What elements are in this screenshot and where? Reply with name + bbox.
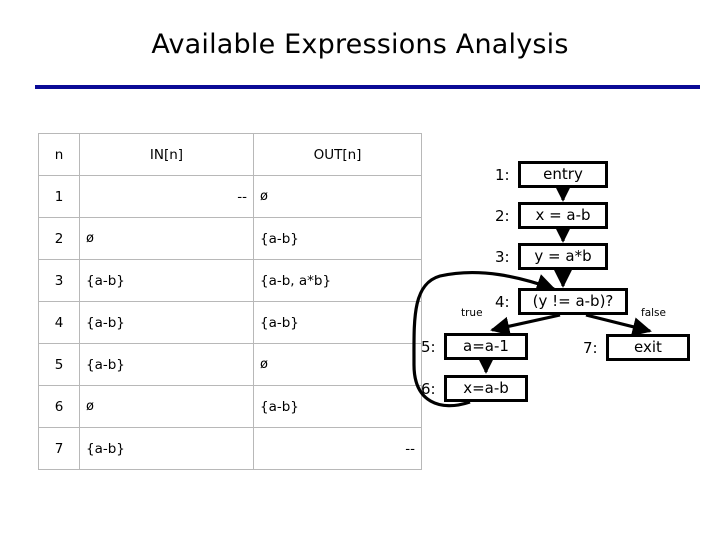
cell-out: ø [253,175,422,218]
cfg-edges [412,182,652,408]
column-header-n: n [38,133,80,176]
cfg-node-assign-y[interactable]: y = a*b [518,243,608,270]
table-row: 7 {a-b} -- [38,427,422,470]
cell-node-id: 5 [38,343,80,386]
cell-in: {a-b} [79,301,254,344]
cfg-node-number-7: 7: [583,339,598,357]
cfg-node-number-1: 1: [495,166,510,184]
column-header-in: IN[n] [79,133,254,176]
cell-out: ø [253,343,422,386]
cfg-node-number-5: 5: [421,338,436,356]
cell-node-id: 1 [38,175,80,218]
table-row: 6 ø {a-b} [38,385,422,428]
cell-out: -- [253,427,422,470]
table-row: 4 {a-b} {a-b} [38,301,422,344]
cell-in: {a-b} [79,259,254,302]
cfg-node-number-6: 6: [421,380,436,398]
cfg-node-reassign-x[interactable]: x=a-b [444,375,528,402]
edge-4-to-7-false [585,313,652,337]
cell-node-id: 4 [38,301,80,344]
edge-label-false: false [640,307,667,319]
cfg-node-number-2: 2: [495,207,510,225]
table-header-row: n IN[n] OUT[n] [38,133,422,176]
cfg-node-decrement[interactable]: a=a-1 [444,333,528,360]
cfg-node-exit[interactable]: exit [606,334,690,361]
cfg-node-assign-x[interactable]: x = a-b [518,202,608,229]
cell-in: -- [79,175,254,218]
table-row: 3 {a-b} {a-b, a*b} [38,259,422,302]
edge-4-to-5-true [490,313,561,336]
edge-label-true: true [460,307,484,319]
control-flow-graph: 1: entry 2: x = a-b 3: y = a*b 4: (y != … [410,150,720,420]
cell-in: {a-b} [79,427,254,470]
cfg-node-entry[interactable]: entry [518,161,608,188]
cfg-node-number-3: 3: [495,248,510,266]
table-row: 5 {a-b} ø [38,343,422,386]
dataflow-table: n IN[n] OUT[n] 1 -- ø 2 ø {a-b} 3 {a-b} … [38,133,422,470]
cell-node-id: 3 [38,259,80,302]
column-header-out: OUT[n] [253,133,422,176]
page-title: Available Expressions Analysis [151,29,569,60]
edge-6-to-4-backedge [412,270,556,408]
cfg-node-number-4: 4: [495,293,510,311]
cell-out: {a-b, a*b} [253,259,422,302]
table-row: 1 -- ø [38,175,422,218]
title-divider [35,85,700,89]
table-row: 2 ø {a-b} [38,217,422,260]
cell-in: {a-b} [79,343,254,386]
cell-out: {a-b} [253,301,422,344]
cell-out: {a-b} [253,217,422,260]
cell-node-id: 2 [38,217,80,260]
cell-node-id: 6 [38,385,80,428]
cell-in: ø [79,217,254,260]
cell-node-id: 7 [38,427,80,470]
cell-out: {a-b} [253,385,422,428]
cfg-node-condition[interactable]: (y != a-b)? [518,288,628,315]
cell-in: ø [79,385,254,428]
